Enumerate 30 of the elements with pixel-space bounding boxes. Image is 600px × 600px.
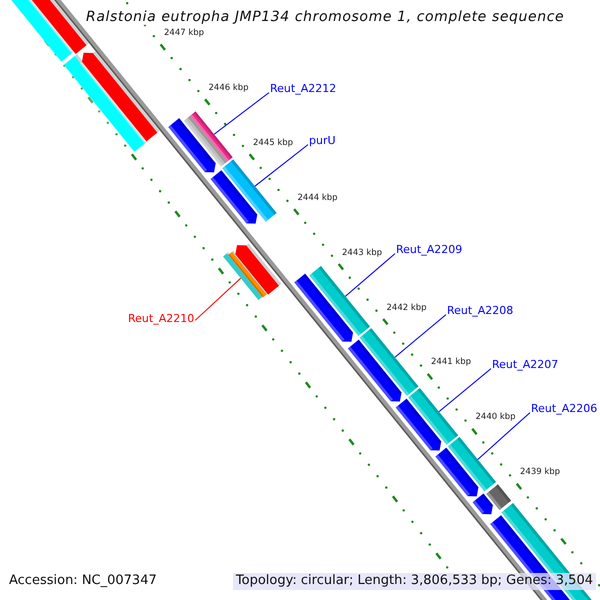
tick-label: 2446 kbp: [208, 84, 249, 94]
leader-line: [254, 144, 308, 187]
gene-segment: [222, 159, 277, 222]
tick-label: 2445 kbp: [253, 138, 294, 149]
tick-label: 2440 kbp: [476, 413, 516, 424]
tick-label: 2442 kbp: [386, 304, 427, 314]
gene-segment: [190, 111, 233, 162]
gene-label: Reut_A2209: [396, 244, 462, 257]
gene-label: purU: [309, 135, 336, 148]
leader-line: [194, 278, 242, 321]
gene-label: Reut_A2206: [531, 403, 598, 416]
gene-label: Reut_A2212: [270, 83, 336, 96]
tick-label: 2439 kbp: [520, 468, 560, 478]
tick-label: 2447 kbp: [164, 29, 204, 39]
gene-segment: [360, 328, 419, 396]
leader-line: [477, 412, 530, 460]
accession-text: Accession: NC_007347: [7, 573, 159, 590]
leader-line: [438, 368, 492, 412]
tick-label: 2444 kbp: [298, 194, 338, 204]
gene-label: Reut_A2207: [492, 359, 558, 372]
tick-label: 2441 kbp: [431, 358, 472, 368]
gene-label: Reut_A2208: [447, 305, 514, 318]
leader-line: [344, 253, 396, 297]
genome-summary: Topology: circular; Length: 3,806,533 bp; Genes: 3,504: [232, 573, 596, 590]
gene-segment: [408, 388, 458, 445]
gene-segment: [309, 266, 370, 336]
leader-line: [394, 314, 446, 358]
gene-segment: [448, 436, 496, 492]
gene-label: Reut_A2210: [128, 313, 194, 326]
tick-label: 2443 kbp: [342, 248, 382, 258]
